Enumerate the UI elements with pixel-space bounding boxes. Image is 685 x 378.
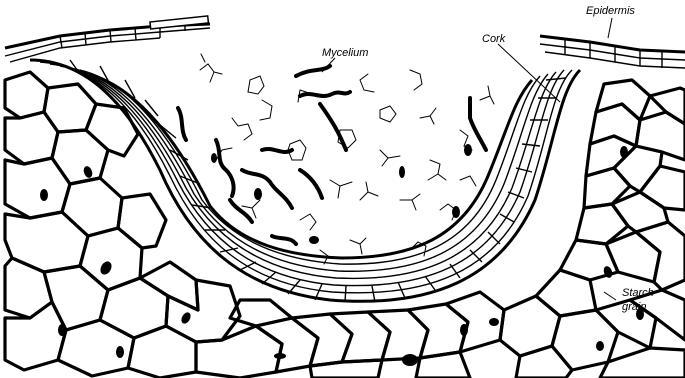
epidermis-right — [540, 36, 685, 68]
label-epidermis: Epidermis — [586, 5, 635, 17]
label-mycelium: Mycelium — [322, 47, 368, 59]
mycelium-leader — [322, 58, 335, 72]
parenchyma-right — [500, 80, 685, 378]
label-grain: grain — [622, 301, 646, 313]
parenchyma-left — [5, 72, 240, 378]
label-cork: Cork — [482, 33, 506, 45]
epidermis-left — [5, 16, 210, 62]
label-starch: Starch — [622, 287, 654, 299]
parenchyma-bottom — [196, 292, 504, 378]
epidermis-leader — [608, 18, 612, 38]
starch-grain-leader — [604, 292, 616, 300]
starch-grains — [40, 144, 644, 366]
